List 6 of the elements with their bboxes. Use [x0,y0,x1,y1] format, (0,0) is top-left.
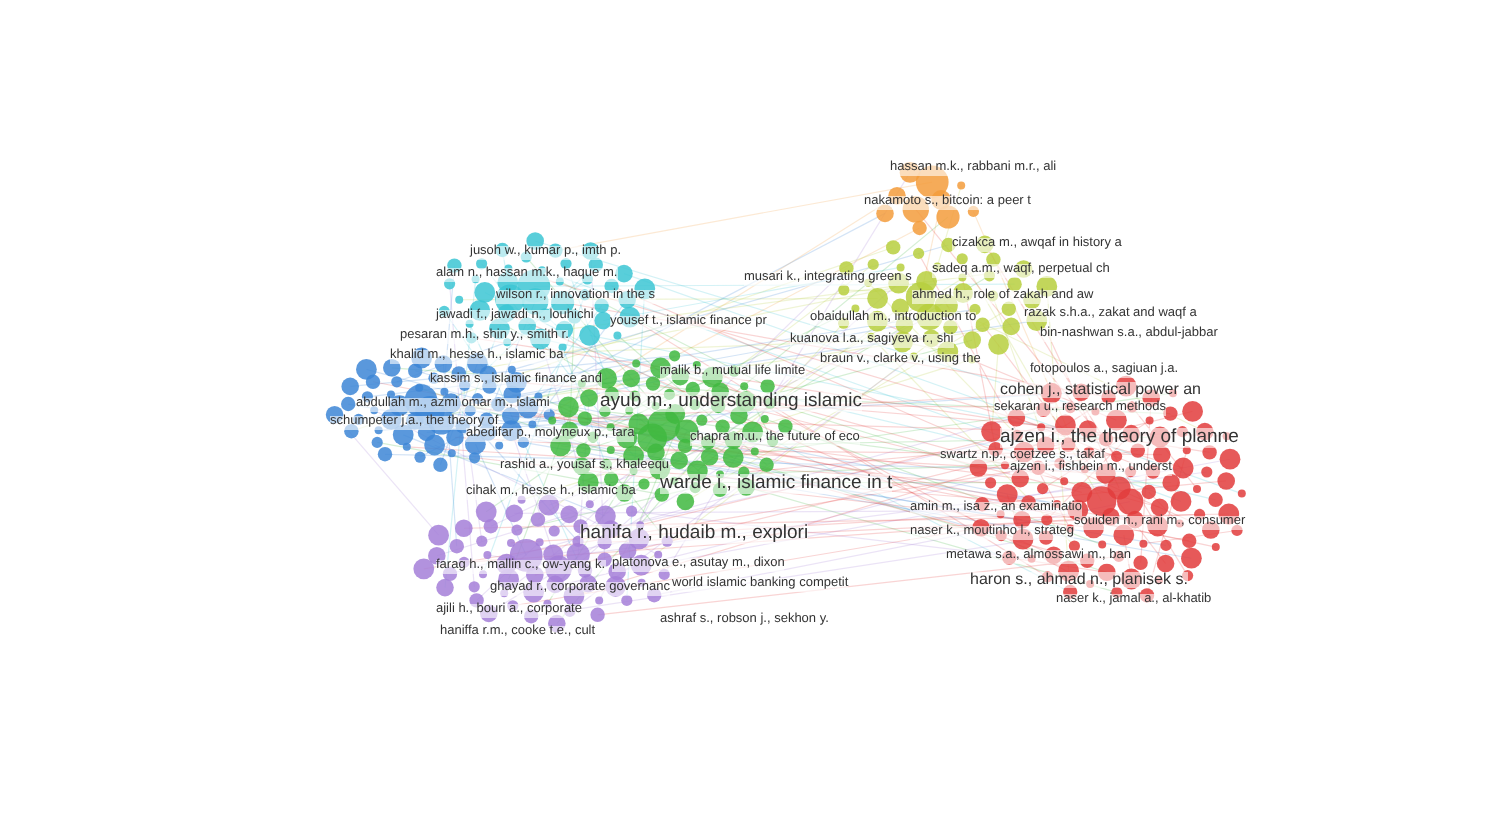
node-label: ayub m., understanding islamic [600,392,862,412]
node-label: haron s., ahmad n., planisek s. [970,572,1188,589]
node-label: cohen j., statistical power an [1000,382,1201,399]
node-label: warde i., islamic finance in t [660,474,893,494]
node-label: hanifa r., hudaib m., explori [580,524,809,544]
node-label: ajzen i., the theory of planne [1000,428,1239,448]
